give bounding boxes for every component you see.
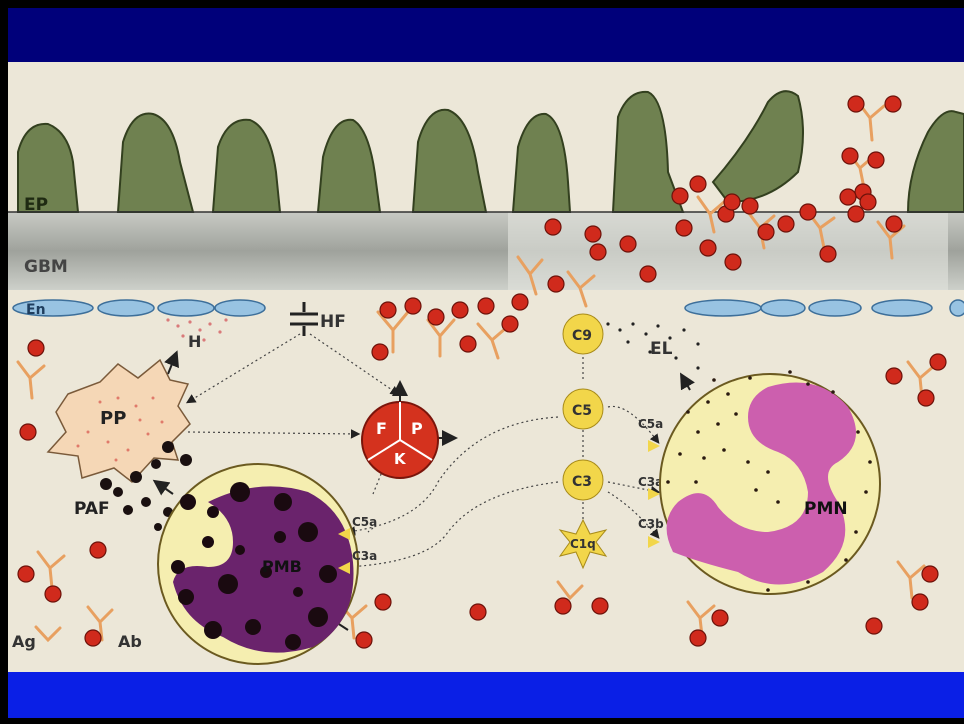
- c3a-left-label: C3a: [352, 549, 377, 563]
- hf-label: HF: [320, 312, 346, 332]
- bottom-bar: [8, 672, 964, 718]
- factor-k-label: K: [394, 450, 407, 468]
- pp-label: PP: [100, 408, 126, 429]
- ep-label: EP: [24, 195, 48, 215]
- en-label: En: [26, 302, 46, 318]
- factor-p-label: P: [411, 419, 423, 438]
- el-label: EL: [650, 339, 673, 359]
- c5a-right-label: C5a: [638, 417, 663, 431]
- c3-label: C3: [572, 474, 592, 490]
- c5a-left-label: C5a: [352, 515, 377, 529]
- ab-label: Ab: [118, 632, 142, 651]
- pmn-label: PMN: [804, 499, 848, 519]
- ag-label: Ag: [12, 632, 36, 651]
- immune-complex-diagram: EP GBM En: [8, 62, 964, 672]
- c5-label: C5: [572, 403, 592, 419]
- pmb-label: PMB: [262, 557, 302, 576]
- title-bar: [8, 8, 964, 62]
- c1q-label: C1q: [570, 537, 596, 551]
- factor-f-label: F: [376, 419, 387, 438]
- gbm-label: GBM: [24, 257, 68, 277]
- h-label: H: [188, 332, 201, 351]
- c9-label: C9: [572, 328, 592, 344]
- c3b-right-label: C3b: [638, 517, 664, 531]
- paf-label: PAF: [74, 499, 110, 519]
